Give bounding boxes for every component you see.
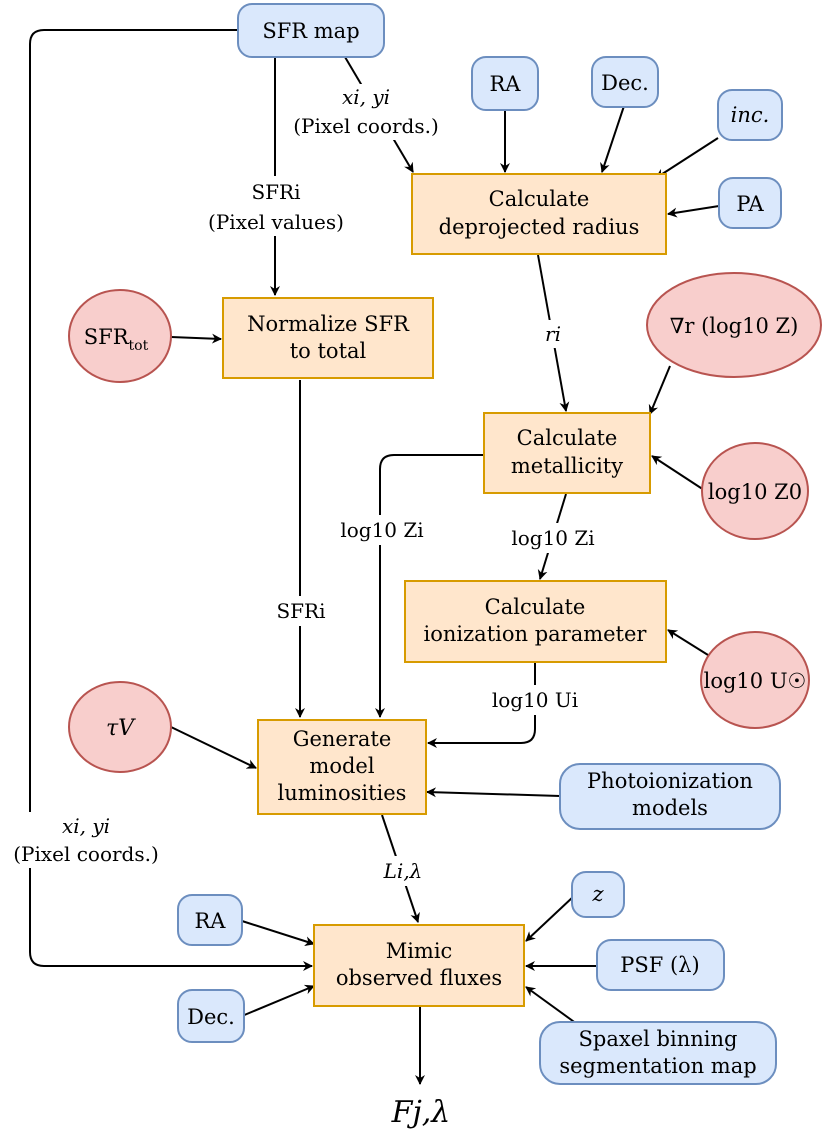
- proc-metallicity[interactable]: Calculate metallicity: [483, 412, 651, 494]
- input-nodes: SFR map RA Dec. inc. PA Photoionization …: [177, 3, 783, 1085]
- node-z[interactable]: z: [571, 871, 625, 918]
- edge-dec-bottom-to-mimic: [241, 984, 315, 1017]
- node-sfr-map[interactable]: SFR map: [237, 3, 385, 58]
- node-spaxel-binning[interactable]: Spaxel binning segmentation map: [539, 1021, 777, 1085]
- param-sfr-tot-label: SFRtot: [84, 325, 149, 354]
- edge-pa-to-deproj: [667, 205, 720, 218]
- param-metallicity-gradient[interactable]: ∇r (log10 Z): [646, 272, 822, 378]
- node-photoionization-line2: models: [632, 796, 708, 820]
- proc-metallicity-line2: metallicity: [511, 454, 623, 478]
- node-ra-bottom[interactable]: RA: [177, 894, 243, 946]
- node-spaxel-line2: segmentation map: [559, 1054, 756, 1078]
- edge-sfrtot-to-normalize: [170, 333, 222, 344]
- label-pixel-coords-left: (Pixel coords.): [13, 842, 159, 866]
- param-log-u-sun-label: log10 U☉: [704, 669, 807, 693]
- node-ra-bottom-label: RA: [195, 909, 227, 933]
- proc-normalize-sfr[interactable]: Normalize SFR to total: [222, 297, 434, 379]
- proc-generate-luminosities[interactable]: Generate model luminosities: [257, 719, 427, 815]
- node-ra-top[interactable]: RA: [471, 56, 539, 111]
- edge-logz0-to-metal: [651, 455, 705, 491]
- label-sfri-top: SFRi: [251, 180, 300, 204]
- label-xy-left: xi, yi: [62, 814, 110, 838]
- proc-mimic-line1: Mimic: [386, 939, 453, 963]
- node-inc[interactable]: inc.: [717, 89, 783, 141]
- proc-generate-line2: model: [309, 754, 374, 778]
- output-flux-label: Fj,λ: [391, 1095, 451, 1130]
- label-l-ilambda: Li,λ: [383, 859, 423, 883]
- node-pa[interactable]: PA: [718, 177, 782, 229]
- proc-deprojected-line2: deprojected radius: [439, 215, 640, 239]
- proc-ionization-parameter[interactable]: Calculate ionization parameter: [404, 580, 667, 663]
- edge-ion-to-generate: [427, 663, 536, 748]
- node-dec-bottom-label: Dec.: [187, 1005, 235, 1029]
- edge-labels: xi, yi (Pixel coords.) SFRi (Pixel value…: [2, 84, 601, 1130]
- edge-gradient-to-metal: [648, 365, 671, 415]
- param-log-z0[interactable]: log10 Z0: [701, 442, 809, 540]
- param-sfr-tot[interactable]: SFRtot: [68, 289, 172, 383]
- label-logui: log10 Ui: [492, 688, 578, 712]
- node-dec-top-label: Dec.: [601, 71, 649, 95]
- node-psf[interactable]: PSF (λ): [596, 939, 725, 991]
- node-sfr-map-label: SFR map: [262, 19, 359, 43]
- label-logzi-left: log10 Zi: [340, 518, 423, 542]
- proc-deprojected-line1: Calculate: [489, 187, 590, 211]
- node-pa-label: PA: [736, 192, 764, 216]
- edge-spaxel-to-mimic: [525, 986, 578, 1025]
- proc-mimic-observed-fluxes[interactable]: Mimic observed fluxes: [313, 924, 525, 1007]
- edge-tauv-to-generate: [170, 726, 257, 769]
- node-photoionization-line1: Photoionization: [587, 769, 753, 793]
- node-dec-top[interactable]: Dec.: [591, 56, 659, 108]
- edge-ra-bottom-to-mimic: [241, 920, 315, 947]
- label-ri: ri: [545, 322, 561, 346]
- node-inc-label: inc.: [731, 103, 770, 127]
- proc-ionization-line1: Calculate: [485, 595, 586, 619]
- label-logzi-right: log10 Zi: [511, 526, 594, 550]
- param-tau-v[interactable]: τV: [68, 681, 172, 773]
- edge-sfrmap-to-mimic: [29, 29, 313, 971]
- node-ra-top-label: RA: [490, 72, 522, 96]
- node-dec-bottom[interactable]: Dec.: [177, 989, 245, 1043]
- parameter-nodes: SFRtot ∇r (log10 Z) log10 Z0 log10 U☉ τV: [68, 272, 822, 773]
- proc-deprojected-radius[interactable]: Calculate deprojected radius: [411, 173, 667, 255]
- label-xy-top: xi, yi: [342, 85, 390, 109]
- proc-normalize-line1: Normalize SFR: [247, 312, 410, 336]
- node-psf-label: PSF (λ): [620, 953, 699, 977]
- edge-inc-to-deproj: [655, 137, 719, 179]
- node-spaxel-line1: Spaxel binning: [579, 1027, 738, 1051]
- proc-generate-line1: Generate: [293, 727, 392, 751]
- proc-metallicity-line1: Calculate: [517, 426, 618, 450]
- label-pixel-coords-top: (Pixel coords.): [293, 114, 439, 138]
- param-log-z0-label: log10 Z0: [708, 480, 802, 504]
- proc-generate-line3: luminosities: [278, 781, 407, 805]
- param-log-u-sun[interactable]: log10 U☉: [700, 631, 810, 729]
- proc-mimic-line2: observed fluxes: [336, 966, 502, 990]
- proc-ionization-line2: ionization parameter: [424, 622, 648, 646]
- edge-photoion-to-generate: [426, 787, 561, 798]
- edge-dec-to-deproj: [600, 105, 625, 173]
- label-sfri-mid: SFRi: [276, 599, 325, 623]
- param-tau-v-label: τV: [106, 716, 136, 741]
- label-pixel-values: (Pixel values): [208, 210, 344, 234]
- proc-normalize-line2: to total: [290, 339, 367, 363]
- edge-z-to-mimic: [525, 895, 575, 942]
- edge-metal-to-generate: [375, 454, 483, 718]
- param-metallicity-gradient-label: ∇r (log10 Z): [670, 314, 799, 338]
- node-z-label: z: [591, 882, 604, 906]
- process-nodes: Calculate deprojected radius Normalize S…: [222, 173, 667, 1007]
- node-photoionization-models[interactable]: Photoionization models: [559, 763, 781, 830]
